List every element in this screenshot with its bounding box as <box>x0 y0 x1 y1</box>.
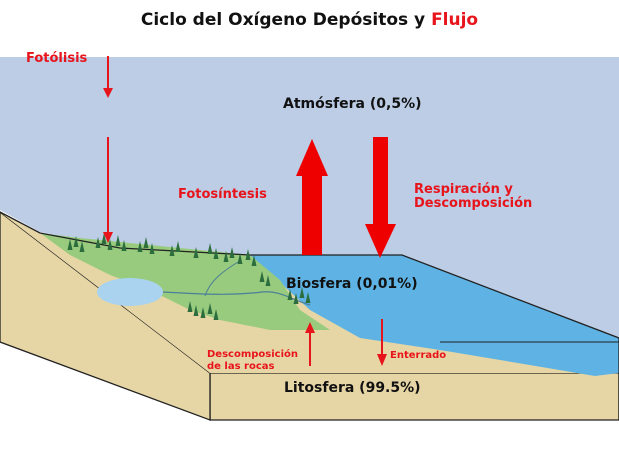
tree-icon <box>237 253 243 264</box>
tree-icon <box>287 289 293 300</box>
tree-icon <box>293 293 299 304</box>
tree-icon <box>137 241 143 252</box>
tree-icon <box>73 236 79 247</box>
photosynthesis-arrow <box>296 139 328 255</box>
respiration-label-line2: Descomposición <box>414 196 532 211</box>
tree-icon <box>265 275 271 286</box>
title-flow-word: Flujo <box>431 10 479 30</box>
lithosphere-label: Litosfera (99.5%) <box>284 380 421 396</box>
river <box>162 291 311 306</box>
title-main: Ciclo del Oxígeno Depósitos y <box>140 10 426 30</box>
grass-land <box>40 233 330 330</box>
ocean-front-face <box>440 342 619 376</box>
buried-arrow <box>377 319 387 366</box>
tree-icon <box>259 271 265 282</box>
buried-label: Enterrado <box>390 350 446 361</box>
tree-icon <box>169 245 175 256</box>
tree-icon <box>79 241 85 252</box>
lake <box>97 278 163 306</box>
tree-icon <box>299 287 305 298</box>
photolysis-arrow-lower <box>103 137 113 243</box>
tree-icon <box>121 240 127 251</box>
diagram-title: Ciclo del Oxígeno Depósitos y Flujo <box>0 10 619 30</box>
biosphere-label: Biosfera (0,01%) <box>286 276 418 292</box>
tree-icon <box>213 309 219 320</box>
tree-icon <box>115 235 121 246</box>
ocean-surface <box>250 255 619 373</box>
photolysis-label: Fotólisis <box>26 51 88 66</box>
tree-icon <box>305 292 311 303</box>
tree-icon <box>175 241 181 252</box>
tree-icon <box>67 239 73 250</box>
photosynthesis-label: Fotosíntesis <box>178 187 267 202</box>
tree-icon <box>213 248 219 259</box>
tree-icon <box>149 243 155 254</box>
rock-decomposition-label-line2: de las rocas <box>207 361 275 372</box>
tree-icon <box>229 247 235 258</box>
block-top-edge <box>0 211 619 339</box>
tree-icon <box>251 255 257 266</box>
respiration-arrow <box>365 137 396 258</box>
tree-icon <box>101 233 107 244</box>
tree-icon <box>95 237 101 248</box>
respiration-label-line1: Respiración y <box>414 182 513 197</box>
tree-icon <box>193 305 199 316</box>
forest <box>67 233 311 320</box>
tree-icon <box>245 249 251 260</box>
atmosphere-label: Atmósfera (0,5%) <box>283 96 422 112</box>
photolysis-arrow-upper <box>103 56 113 98</box>
rock-decomposition-arrow <box>305 322 315 366</box>
river-branch <box>204 261 239 297</box>
tree-icon <box>200 307 206 318</box>
tree-icon <box>107 239 113 250</box>
rock-decomposition-label-line1: Descomposición <box>207 348 298 360</box>
tree-icon <box>207 303 213 314</box>
tree-icon <box>207 243 213 254</box>
ground-side-face <box>0 211 211 421</box>
tree-icon <box>143 237 149 248</box>
tree-icon <box>223 251 229 262</box>
tree-icon <box>193 247 199 258</box>
tree-icon <box>187 301 193 312</box>
